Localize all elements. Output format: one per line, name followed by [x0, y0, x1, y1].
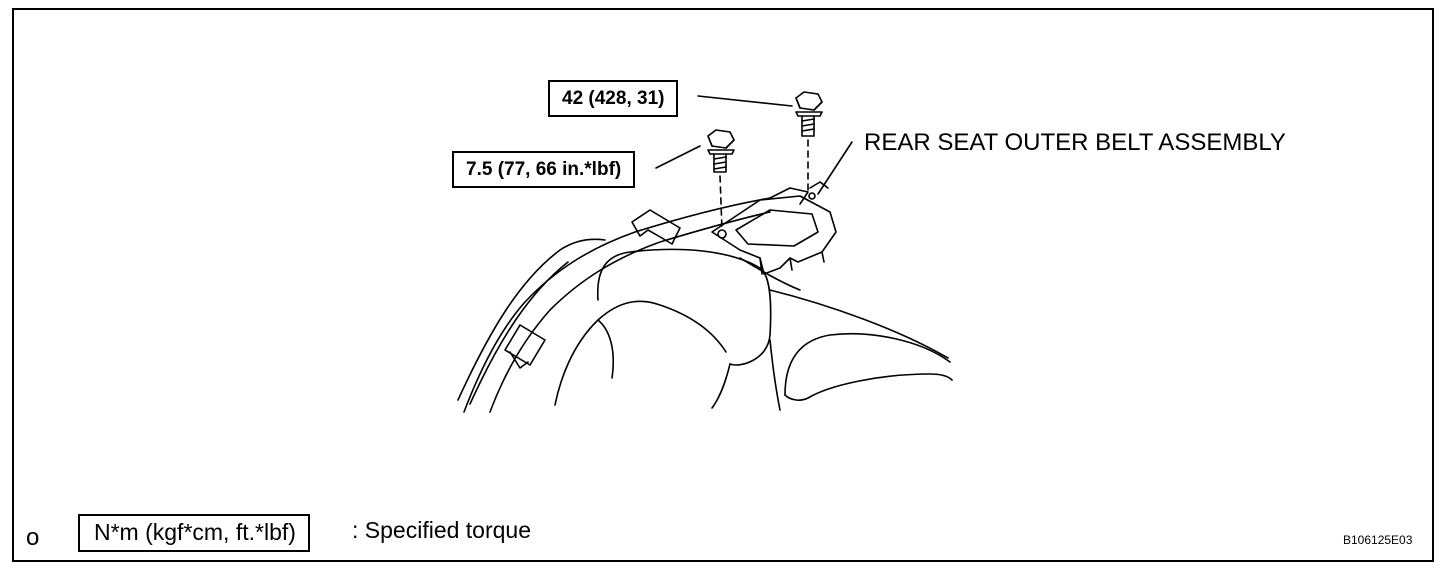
- seat-back-panel: [554, 300, 727, 406]
- center-seat-back: [784, 332, 951, 396]
- leader-line-part: [817, 141, 853, 195]
- belt-webbing-back: [489, 211, 771, 413]
- figure-code: B106125E03: [1343, 533, 1413, 547]
- torque-legend-box: N*m (kgf*cm, ft.*lbf): [78, 514, 310, 552]
- belt-webbing-front: [463, 197, 771, 413]
- upper-bolt-torque-callout: 42 (428, 31): [548, 80, 679, 117]
- lower-bolt-torque-callout: 7.5 (77, 66 in.*lbf): [452, 151, 636, 188]
- bolt-lower-icon: [707, 129, 735, 173]
- headrest-base: [711, 363, 731, 409]
- install-line-lower: [719, 175, 723, 231]
- seat-back-outline: [457, 238, 606, 401]
- bolt-upper-icon: [795, 91, 823, 137]
- belt-guide-upper: [631, 209, 681, 245]
- torque-legend-description: : Specified torque: [352, 517, 532, 543]
- headrest: [596, 248, 772, 366]
- rear-shelf: [769, 289, 949, 359]
- belt-guide-lower: [504, 324, 546, 369]
- seat-back-inner-line: [469, 261, 569, 405]
- diagram-frame: [12, 8, 1434, 562]
- part-label: REAR SEAT OUTER BELT ASSEMBLY: [864, 129, 1286, 156]
- legend-marker: o: [26, 524, 40, 551]
- leader-line-lower: [655, 145, 701, 169]
- leader-line-upper: [697, 95, 793, 107]
- retractor-housing: [711, 195, 837, 275]
